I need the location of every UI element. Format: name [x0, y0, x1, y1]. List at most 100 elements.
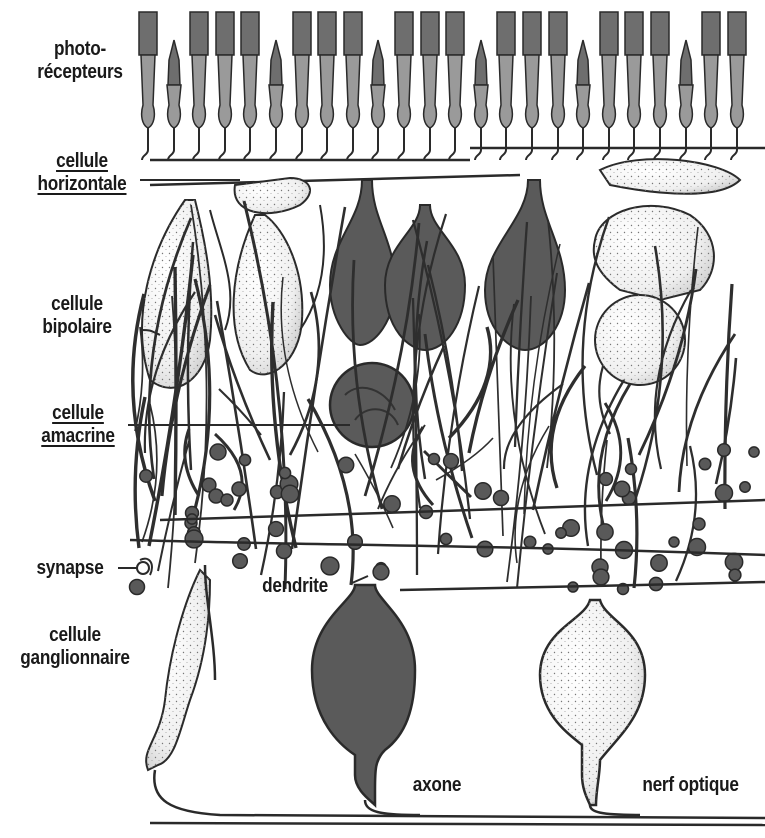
photoreceptor	[167, 40, 181, 160]
synapse-icon	[137, 559, 152, 575]
label-photoreceptors-line2: récepteurs	[20, 61, 140, 84]
synaptic-knob	[614, 481, 629, 496]
synaptic-knob	[593, 569, 609, 585]
photoreceptor	[523, 12, 541, 160]
synaptic-knob	[597, 524, 613, 540]
synaptic-knob	[740, 482, 750, 492]
synaptic-knob	[221, 494, 233, 506]
synaptic-knob	[185, 530, 203, 548]
dendrite-branch	[676, 446, 696, 581]
dendrite-branch	[628, 438, 637, 588]
photoreceptor-layer	[139, 12, 746, 160]
synaptic-knob	[494, 491, 509, 506]
synaptic-knob	[277, 544, 292, 559]
synaptic-knob	[210, 444, 226, 460]
synaptic-knob	[373, 564, 389, 580]
label-optic-nerve: nerf optique	[628, 774, 753, 797]
photoreceptor	[549, 12, 567, 160]
synaptic-knob	[651, 555, 667, 571]
dendrite-branch	[449, 327, 491, 438]
dendrite-branch	[185, 429, 199, 496]
synaptic-knob	[718, 444, 731, 457]
photoreceptor	[421, 12, 439, 160]
photoreceptor	[371, 40, 385, 160]
label-horizontal-line2: horizontale	[18, 173, 145, 196]
photoreceptor	[625, 12, 643, 160]
synaptic-knob	[693, 518, 705, 530]
photoreceptor	[318, 12, 336, 160]
photoreceptor	[293, 12, 311, 160]
label-dendrite: dendrite	[248, 575, 343, 598]
photoreceptor	[241, 12, 259, 160]
photoreceptor	[474, 40, 488, 160]
synaptic-knob	[475, 483, 491, 499]
synaptic-knob	[729, 569, 741, 581]
photoreceptor	[651, 12, 669, 160]
synaptic-knob	[233, 554, 248, 569]
synaptic-knob	[281, 485, 298, 502]
synaptic-knob	[556, 528, 566, 538]
synaptic-knob	[140, 470, 152, 482]
synaptic-knob	[321, 557, 339, 575]
label-axone: axone	[398, 774, 475, 797]
synaptic-knob	[749, 447, 759, 457]
synaptic-knob	[232, 482, 246, 496]
photoreceptor	[576, 40, 590, 160]
ganglion-cell-left	[146, 570, 210, 770]
photoreceptor	[600, 12, 618, 160]
dendrite-branch	[175, 267, 176, 515]
dendrite-branch	[219, 389, 261, 435]
label-horizontal-cell: cellule horizontale	[18, 150, 145, 196]
synaptic-knob	[440, 533, 451, 544]
synaptic-knob	[238, 538, 250, 550]
photoreceptor	[446, 12, 464, 160]
photoreceptor	[139, 12, 157, 160]
synaptic-knob	[477, 541, 493, 557]
synaptic-knob	[524, 536, 536, 548]
dendrite-branch	[551, 366, 585, 488]
label-ganglion-cell: cellule ganglionnaire	[11, 624, 140, 670]
photoreceptor	[679, 40, 693, 160]
synaptic-knob	[348, 535, 363, 550]
label-photoreceptors: photo- récepteurs	[20, 38, 140, 84]
label-ganglion-line2: ganglionnaire	[11, 647, 140, 670]
photoreceptor	[395, 12, 413, 160]
label-synapse: synapse	[27, 557, 113, 580]
ganglion-cell-dark	[312, 585, 415, 805]
synaptic-knob	[269, 522, 284, 537]
synaptic-knob	[626, 464, 637, 475]
label-amacrine-line2: amacrine	[23, 425, 133, 448]
synaptic-knob	[279, 467, 290, 478]
synaptic-knob	[699, 458, 711, 470]
photoreceptor	[269, 40, 283, 160]
horizontal-cell	[235, 159, 740, 213]
label-bipolar-line2: bipolaire	[21, 316, 133, 339]
synaptic-knob	[669, 537, 679, 547]
synaptic-knob	[338, 457, 353, 472]
photoreceptor	[344, 12, 362, 160]
label-amacrine-cell: cellule amacrine	[23, 402, 133, 448]
label-bipolar-cell: cellule bipolaire	[21, 293, 133, 339]
synaptic-knob	[444, 454, 459, 469]
photoreceptor	[216, 12, 234, 160]
label-amacrine-line1: cellule	[23, 402, 133, 425]
synaptic-knob	[716, 485, 733, 502]
label-ganglion-line1: cellule	[11, 624, 140, 647]
amacrine-cell-dark	[330, 363, 414, 447]
label-photoreceptors-line1: photo-	[20, 38, 140, 61]
photoreceptor	[190, 12, 208, 160]
photoreceptor	[728, 12, 746, 160]
dendrite-branch	[292, 207, 345, 549]
label-horizontal-line1: cellule	[18, 150, 145, 173]
synaptic-knob	[725, 553, 742, 570]
synaptic-knob	[239, 454, 250, 465]
synaptic-knob	[429, 454, 440, 465]
synaptic-knob	[600, 473, 613, 486]
synaptic-knob	[384, 496, 400, 512]
photoreceptor	[497, 12, 515, 160]
synaptic-knob	[130, 580, 145, 595]
label-bipolar-line1: cellule	[21, 293, 133, 316]
photoreceptor	[702, 12, 720, 160]
amacrine-cell-pale	[594, 206, 714, 385]
